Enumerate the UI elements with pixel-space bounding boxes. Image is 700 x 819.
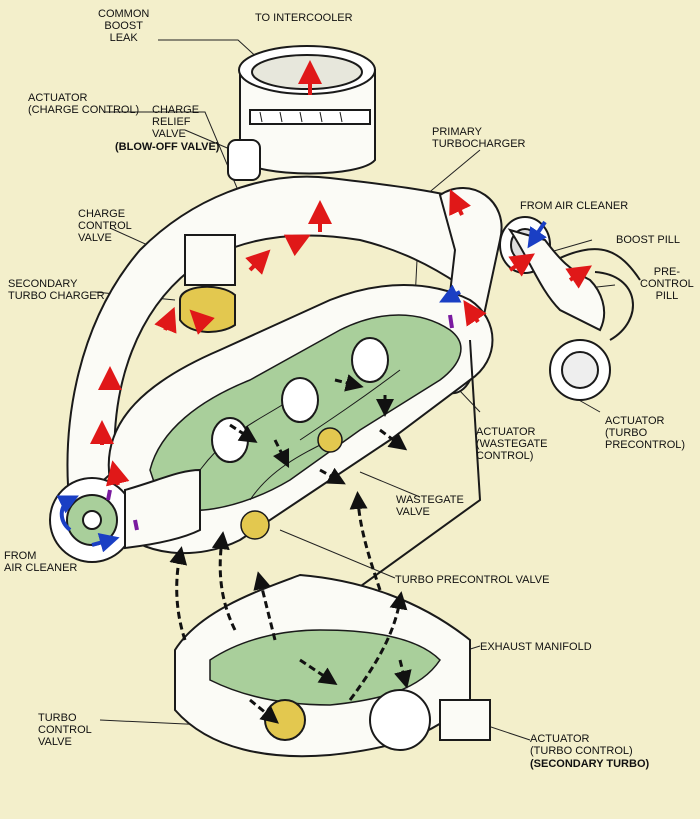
label-primary-turbocharger: PRIMARY TURBOCHARGER bbox=[432, 126, 526, 150]
label-secondary-turbo-charger: SECONDARY TURBO CHARGER bbox=[8, 278, 105, 302]
label-boost-pill: BOOST PILL bbox=[616, 234, 680, 246]
exhaust-manifold-body bbox=[174, 573, 491, 758]
label-actuator-turbo-precontrol: ACTUATOR (TURBO PRECONTROL) bbox=[605, 415, 686, 451]
label-from-air-cleaner-left: FROM AIR CLEANER bbox=[4, 550, 78, 574]
label-charge-relief-valve: CHARGE RELIEF VALVE bbox=[152, 104, 200, 140]
valve-highlights bbox=[240, 427, 343, 540]
label-blow-off-valve: (BLOW-OFF VALVE) bbox=[115, 141, 220, 153]
label-from-air-cleaner-right: FROM AIR CLEANER bbox=[520, 200, 629, 212]
label-actuator-turbo-control: ACTUATOR (TURBO CONTROL) bbox=[530, 733, 633, 757]
label-turbo-precontrol-valve: TURBO PRECONTROL VALVE bbox=[395, 574, 550, 586]
precontrol-arrows bbox=[106, 314, 454, 531]
label-common-boost-leak: COMMON BOOST LEAK bbox=[98, 8, 150, 44]
label-charge-control-valve: CHARGE CONTROL VALVE bbox=[78, 208, 132, 244]
label-pre-control-pill: PRE- CONTROL PILL bbox=[640, 266, 694, 302]
label-exhaust-manifold: EXHAUST MANIFOLD bbox=[480, 641, 592, 653]
label-turbo-control-valve: TURBO CONTROL VALVE bbox=[38, 712, 92, 748]
fresh-air-arrows bbox=[56, 220, 547, 553]
label-to-intercooler: TO INTERCOOLER bbox=[255, 12, 353, 24]
label-actuator-charge-control: ACTUATOR (CHARGE CONTROL) bbox=[28, 92, 140, 116]
label-actuator-wastegate: ACTUATOR (WASTEGATE CONTROL) bbox=[476, 426, 548, 462]
boost-flow-arrows bbox=[90, 60, 592, 487]
label-secondary-turbo: (SECONDARY TURBO) bbox=[530, 758, 650, 770]
exhaust-flow-arrows bbox=[169, 374, 412, 724]
label-wastegate-valve: WASTEGATE VALVE bbox=[396, 494, 464, 518]
